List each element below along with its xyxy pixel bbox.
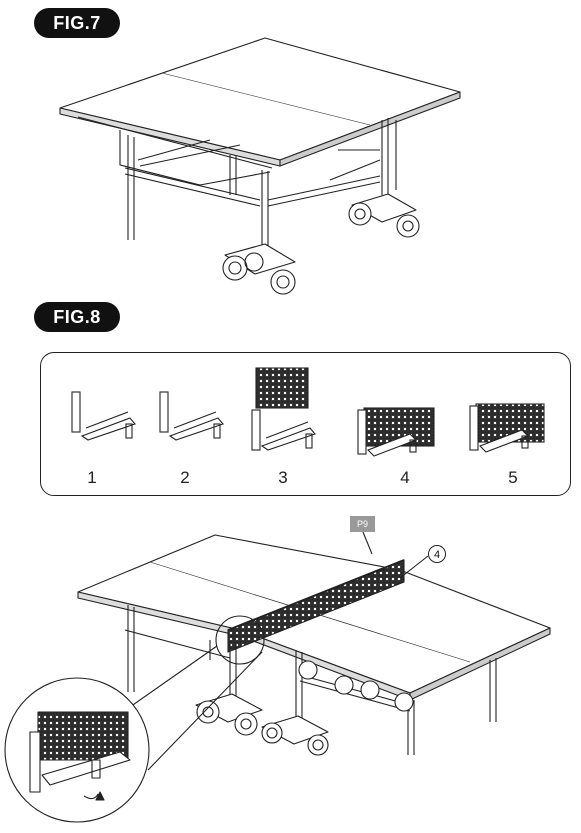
fig8-label: FIG.8 [34, 302, 120, 332]
step-number-2: 2 [180, 468, 190, 487]
page-reference-tag: P9 [350, 516, 375, 532]
step-number-3: 3 [278, 468, 288, 487]
fig7-label: FIG.7 [34, 8, 120, 38]
step-number-5: 5 [508, 468, 518, 487]
part-number-callout: 4 [428, 545, 446, 563]
step-number-1: 1 [87, 468, 97, 487]
step-number-4: 4 [400, 468, 410, 487]
